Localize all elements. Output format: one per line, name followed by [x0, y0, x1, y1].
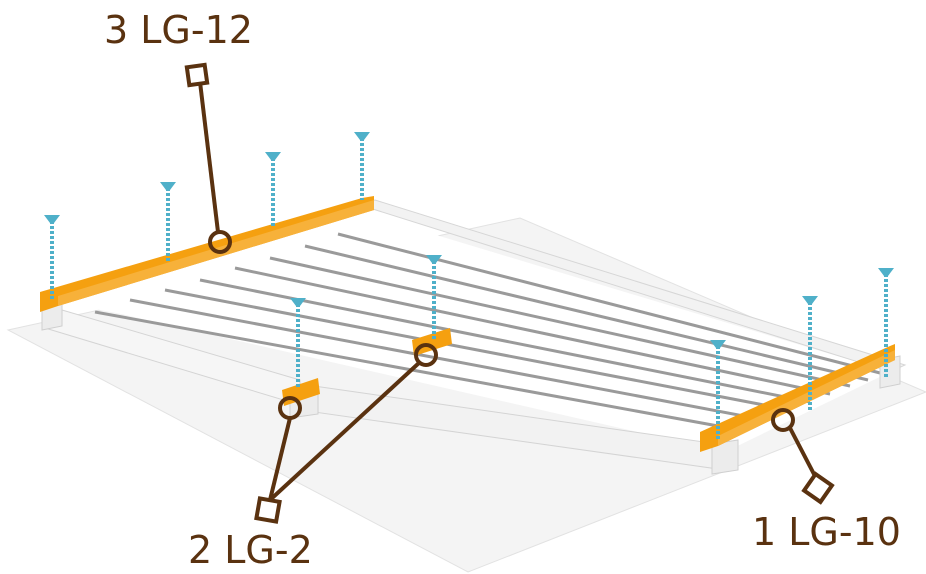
screws — [44, 132, 894, 440]
leader-mid — [254, 343, 438, 524]
slats — [94, 232, 885, 432]
frame — [41, 199, 907, 475]
callout-label-1-lg-10: 1 LG-10 — [752, 510, 901, 554]
leader-top — [184, 62, 232, 254]
callout-square-top — [184, 62, 210, 88]
screw — [426, 255, 442, 340]
bracket-mid-small — [412, 328, 452, 356]
callout-label-2-lg-2: 2 LG-2 — [188, 528, 313, 572]
bracket-right-long — [700, 344, 895, 452]
screw — [710, 340, 726, 440]
callout-label-3-lg-12: 3 LG-12 — [104, 8, 253, 52]
screw — [160, 182, 176, 262]
screw — [354, 132, 370, 200]
leader-right — [771, 408, 835, 505]
screw — [878, 268, 894, 378]
screw — [290, 298, 306, 388]
screw — [265, 152, 281, 228]
callout-square-mid — [254, 496, 282, 524]
callout-square-right — [801, 471, 835, 505]
screw — [802, 296, 818, 410]
screw — [44, 215, 60, 300]
